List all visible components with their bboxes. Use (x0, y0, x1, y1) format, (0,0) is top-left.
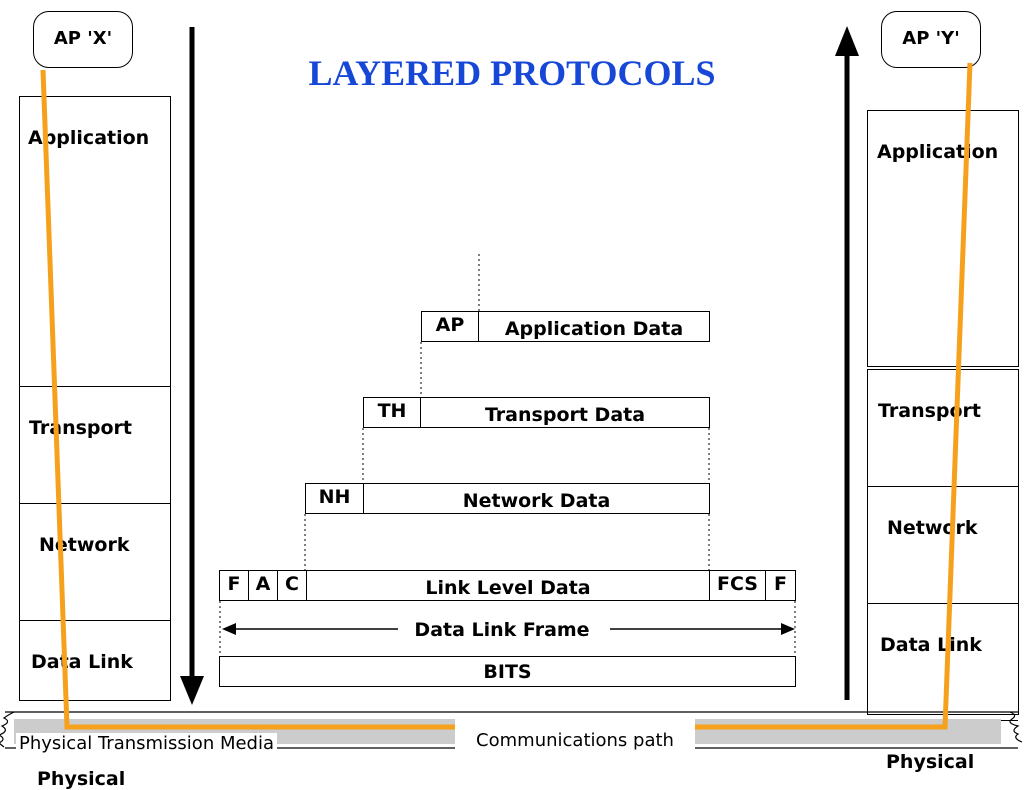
bits-label: BITS (483, 660, 532, 683)
network-packet: NH Network Data (305, 483, 710, 514)
path-left-segment (40, 69, 455, 730)
data-link-frame-label: Data Link Frame (414, 619, 589, 641)
media-right-break-icon (1009, 711, 1023, 743)
address-field: A (249, 571, 278, 600)
up-arrowhead (835, 26, 859, 56)
diagram-title: LAYERED PROTOCOLS (308, 53, 716, 93)
diagram-graphics: Data Link Frame (0, 26, 1023, 749)
link-frame: F A C Link Level Data FCS F (219, 570, 796, 601)
transport-data-cell: Transport Data (484, 403, 646, 426)
application-packet: AP Application Data (421, 311, 710, 342)
flag-field: F (220, 571, 249, 600)
ap-header-cell: AP (422, 312, 479, 341)
fcs-field: FCS (710, 571, 766, 600)
transport-packet: TH Transport Data (363, 397, 710, 428)
path-right-segment (695, 62, 973, 730)
right-ap-box: AP 'Y' (881, 11, 981, 68)
physical-media-label: Physical Transmission Media (16, 733, 278, 757)
encapsulation-guides (219, 254, 796, 656)
right-layer-application: Application (867, 110, 1019, 367)
down-arrowhead (180, 676, 204, 705)
th-header-cell: TH (364, 398, 421, 427)
end-flag-field: F (774, 573, 787, 595)
frame-arrowhead-left (222, 623, 236, 635)
media-left-break-icon (0, 711, 15, 748)
frame-arrowhead-right (781, 623, 795, 635)
network-data-cell: Network Data (462, 489, 611, 512)
left-layer-application: Application (20, 97, 170, 387)
bits-bar: BITS (219, 656, 796, 687)
control-field: C (278, 571, 307, 600)
nh-header-cell: NH (306, 484, 364, 513)
communications-path-label: Communications path (455, 717, 695, 757)
application-data-cell: Application Data (504, 317, 684, 340)
link-level-data-cell: Link Level Data (307, 571, 710, 600)
left-ap-box: AP 'X' (33, 11, 133, 68)
